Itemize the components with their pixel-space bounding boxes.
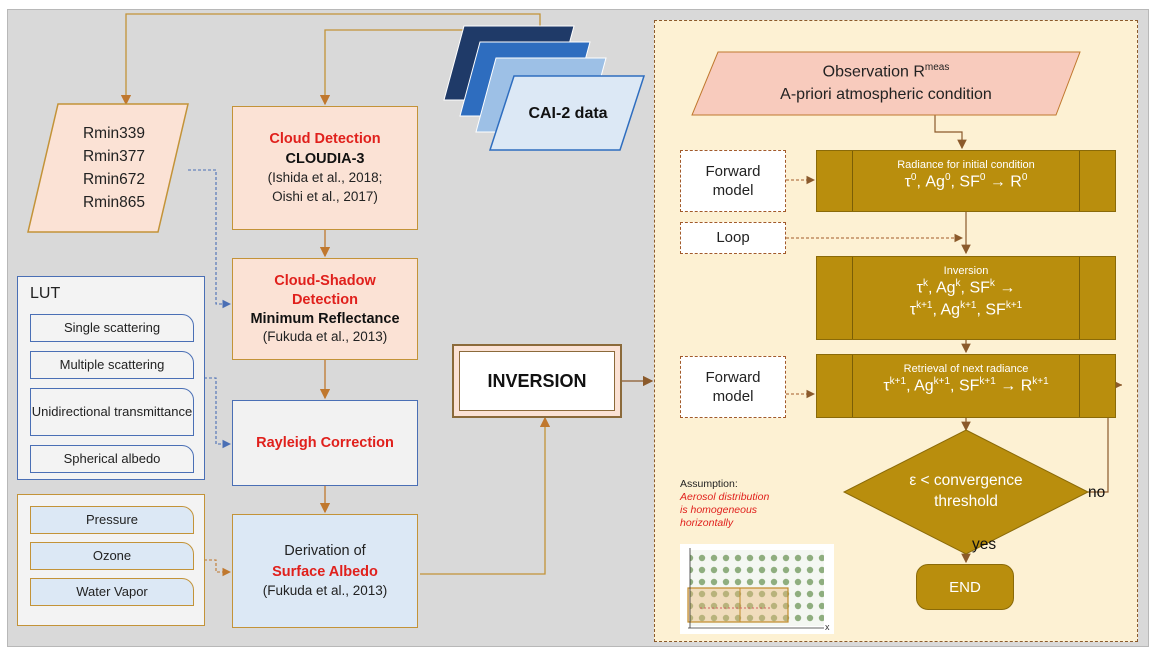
cloud-shadow-ref: (Fukuda et al., 2013) [262,329,388,345]
lut-item-multiple-scattering: Multiple scattering [30,351,194,379]
loop-box: Loop [680,222,786,254]
lut-title: LUT [30,285,61,302]
rayleigh-title: Rayleigh Correction [256,435,394,451]
convergence-text: ε < convergence threshold [880,470,1052,514]
rmin-339: Rmin339 [82,124,146,142]
loop-label: Loop [716,229,750,247]
cai2-data-label-box: CAI-2 data [516,96,620,132]
surface-albedo-title: Surface Albedo [272,563,378,580]
connector-albedo-to-inversion [420,416,551,575]
retrieval-next-box: Retrieval of next radiance τk+1, Agk+1, … [816,354,1116,418]
observation-box: Observation Rmeas A-priori atmospheric c… [716,58,1056,110]
connector-cai2-to-rmin [120,13,541,106]
lut-item-unidirectional-transmittance: Unidirectional transmittance [30,388,194,436]
convergence-diamond [842,429,1090,555]
end-box: END [916,564,1014,610]
cai2-data-label: CAI-2 data [528,105,608,122]
forward-model-2-line1: Forward [705,368,761,386]
rmin-865: Rmin865 [82,194,146,212]
inversion-main-box: INVERSION [452,344,622,418]
atmos-item-ozone: Ozone [30,542,194,570]
cloud-detection-title: Cloud Detection [269,130,381,147]
assumption-title: Assumption: [680,478,738,490]
cai2-layer-4 [488,75,646,151]
inversion-step-box: Inversion τk, Agk, SFk → τk+1, Agk+1, SF… [816,256,1116,340]
observation-line1: Observation Rmeas [822,62,950,81]
cloud-detection-method: CLOUDIA-3 [285,151,365,168]
cloud-shadow-box: Cloud-Shadow Detection Minimum Reflectan… [232,258,418,360]
observation-line2: A-priori atmospheric condition [780,86,992,104]
atmos-item-pressure: Pressure [30,506,194,534]
decision-yes-label: yes [972,536,997,553]
forward-model-2-line2: model [712,388,754,405]
forward-model-1-line1: Forward [705,162,761,180]
connector-lut-to-rayleigh [204,377,232,449]
retrieval-next-equation: τk+1, Agk+1, SFk+1 → Rk+1 [883,376,1049,395]
inversion-step-equation-1: τk, Agk, SFk → [916,278,1016,297]
retrieval-next-title: Retrieval of next radiance [903,363,1029,375]
assumption-line1: Aerosol distribution [680,491,770,504]
rmin-input-box: Rmin339 Rmin377 Rmin672 Rmin865 [58,118,170,218]
surface-albedo-line1: Derivation of [284,543,366,560]
forward-model-box-1: Forward model [680,150,786,212]
rmin-377: Rmin377 [82,147,146,165]
assumption-line3: horizontally [680,517,734,530]
inversion-main-label: INVERSION [487,370,587,391]
rmin-shape [27,103,189,233]
cloud-detection-ref-2: Oishi et al., 2017) [272,189,378,205]
inversion-step-title: Inversion [943,265,989,277]
surface-albedo-box: Derivation of Surface Albedo (Fukuda et … [232,514,418,628]
connector-rmin-to-shadow [188,169,232,309]
surface-albedo-ref: (Fukuda et al., 2013) [262,582,388,598]
atmos-item-water-vapor: Water Vapor [30,578,194,606]
connector-atmos-to-albedo [204,559,232,577]
homogeneity-illustration [680,544,834,634]
lut-item-spherical-albedo: Spherical albedo [30,445,194,473]
forward-model-1-line2: model [712,182,754,199]
assumption-line2: is homogeneous [680,504,758,517]
assumption-note: Assumption: Aerosol distribution is homo… [680,478,840,531]
cloud-shadow-method: Minimum Reflectance [250,310,400,327]
decision-no-label: no [1088,484,1106,501]
radiance-initial-title: Radiance for initial condition [897,159,1035,171]
convergence-line1: ε < convergence [909,472,1023,490]
rmin-672: Rmin672 [82,171,146,188]
rayleigh-correction-box: Rayleigh Correction [232,400,418,486]
cloud-detection-ref-1: (Ishida et al., 2018; [267,170,383,186]
mini-axis-label: x [825,622,830,632]
radiance-initial-box: Radiance for initial condition τ0, Ag0, … [816,150,1116,212]
cloud-shadow-title-1: Cloud-Shadow [274,272,376,289]
forward-model-box-2: Forward model [680,356,786,418]
inversion-step-equation-2: τk+1, Agk+1, SFk+1 [909,299,1023,319]
convergence-line2: threshold [934,493,998,510]
cloud-detection-box: Cloud Detection CLOUDIA-3 (Ishida et al.… [232,106,418,230]
end-label: END [949,578,981,596]
connector-obs-to-radiance [934,115,967,150]
cloud-shadow-title-2: Detection [291,291,359,308]
lut-item-single-scattering: Single scattering [30,314,194,342]
observation-shape [691,51,1081,116]
radiance-initial-equation: τ0, Ag0, SF0 → R0 [904,172,1028,191]
